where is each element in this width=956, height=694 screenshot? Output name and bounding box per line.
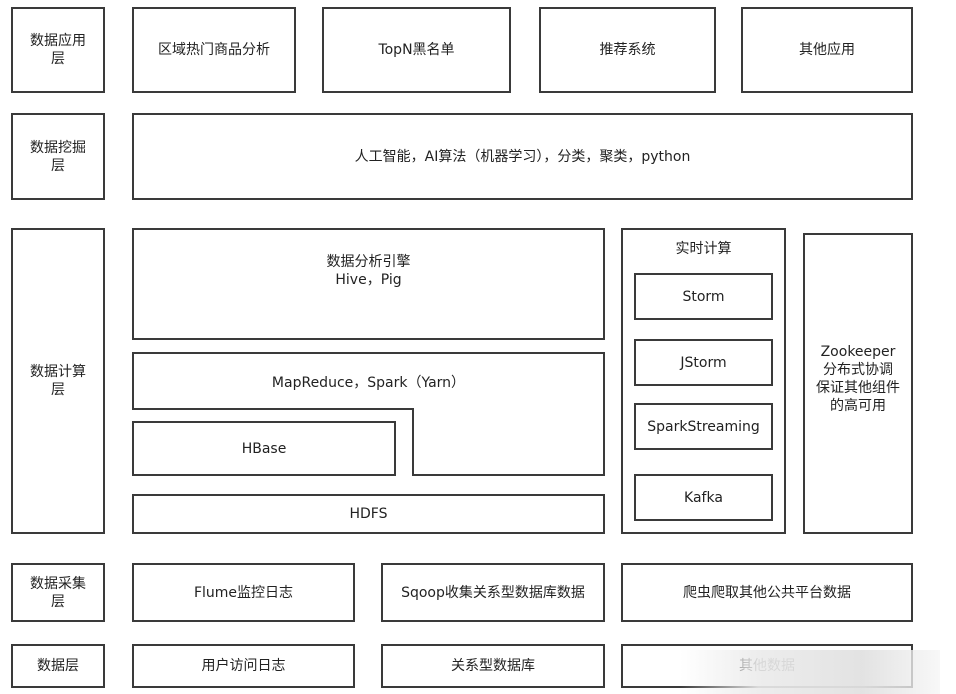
- app-box-label: 推荐系统: [599, 42, 656, 58]
- app-box-label: 区域热门商品分析: [158, 42, 270, 58]
- zookeeper-line3: 保证其他组件: [816, 379, 900, 396]
- realtime-item-label: SparkStreaming: [647, 418, 760, 435]
- collect-box-label: Sqoop收集关系型数据库数据: [401, 584, 585, 601]
- app-box-recommend: 推荐系统: [539, 7, 716, 93]
- zookeeper-line4: 的高可用: [830, 397, 886, 414]
- analysis-engine-title: 数据分析引擎: [326, 254, 411, 270]
- hbase-label: HBase: [241, 440, 287, 457]
- layer-app: 数据应用 层: [11, 7, 105, 93]
- zookeeper-line1: Zookeeper: [820, 343, 896, 360]
- mining-box: 人工智能，AI算法（机器学习），分类，聚类，python: [132, 113, 913, 200]
- layer-app-line1: 数据应用: [30, 33, 86, 49]
- collect-box-flume: Flume监控日志: [132, 563, 355, 622]
- mapreduce-label: MapReduce，Spark（Yarn）: [271, 375, 466, 391]
- app-box-label: 其他应用: [799, 42, 855, 58]
- analysis-engine-box: 数据分析引擎 Hive，Pig: [132, 228, 605, 340]
- collect-box-label: Flume监控日志: [193, 584, 294, 601]
- layer-collect: 数据采集 层: [11, 563, 105, 622]
- data-box-label: 关系型数据库: [451, 658, 535, 674]
- app-box-other: 其他应用: [741, 7, 913, 93]
- realtime-item-label: JStorm: [680, 354, 727, 371]
- layer-app-line2: 层: [51, 51, 65, 67]
- app-box-region-hot: 区域热门商品分析: [132, 7, 296, 93]
- data-box-other: 其他数据: [621, 644, 913, 688]
- layer-compute-line1: 数据计算: [30, 364, 86, 380]
- collect-box-crawler: 爬虫爬取其他公共平台数据: [621, 563, 913, 622]
- zookeeper-line2: 分布式协调: [823, 361, 893, 378]
- realtime-item-sparkstreaming: SparkStreaming: [634, 403, 773, 450]
- analysis-engine-tools: Hive，Pig: [335, 272, 402, 288]
- data-box-relational-db: 关系型数据库: [381, 644, 605, 688]
- layer-compute-line2: 层: [51, 382, 65, 398]
- realtime-item-label: Kafka: [684, 489, 723, 506]
- zookeeper-box: Zookeeper 分布式协调 保证其他组件 的高可用: [803, 233, 913, 534]
- hbase-box: HBase: [132, 421, 396, 476]
- data-box-user-logs: 用户访问日志: [132, 644, 355, 688]
- app-box-topn: TopN黑名单: [322, 7, 511, 93]
- collect-box-sqoop: Sqoop收集关系型数据库数据: [381, 563, 605, 622]
- realtime-item-storm: Storm: [634, 273, 773, 320]
- layer-collect-line1: 数据采集: [30, 575, 86, 592]
- layer-collect-line2: 层: [51, 593, 65, 610]
- hdfs-label: HDFS: [349, 506, 388, 522]
- realtime-item-label: Storm: [682, 288, 725, 305]
- realtime-item-jstorm: JStorm: [634, 339, 773, 386]
- mining-box-label: 人工智能，AI算法（机器学习），分类，聚类，python: [354, 148, 691, 165]
- hdfs-box: HDFS: [132, 494, 605, 534]
- layer-data-label: 数据层: [37, 658, 79, 674]
- realtime-item-kafka: Kafka: [634, 474, 773, 521]
- layer-data: 数据层: [11, 644, 105, 688]
- layer-mining: 数据挖掘 层: [11, 113, 105, 200]
- collect-box-label: 爬虫爬取其他公共平台数据: [683, 584, 851, 601]
- data-box-label: 用户访问日志: [201, 658, 286, 674]
- realtime-title: 实时计算: [675, 241, 732, 257]
- layer-compute: 数据计算 层: [11, 228, 105, 534]
- data-box-label: 其他数据: [739, 658, 795, 674]
- app-box-label: TopN黑名单: [378, 42, 455, 58]
- layer-mining-line2: 层: [51, 157, 65, 174]
- layer-mining-line1: 数据挖掘: [30, 139, 86, 156]
